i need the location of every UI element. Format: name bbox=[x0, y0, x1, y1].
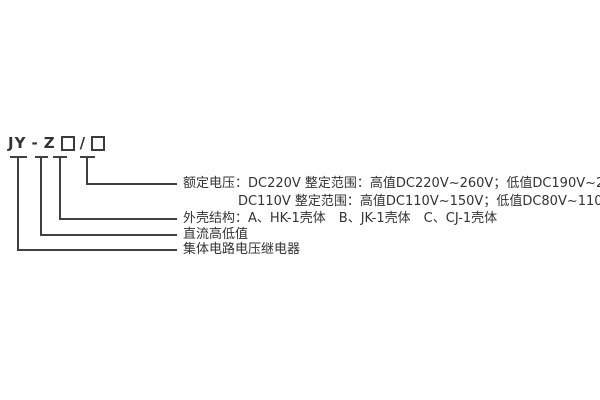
callout-rated-voltage-line1: 额定电压：DC220V 整定范围：高值DC220V~260V；低值DC190V~… bbox=[183, 176, 600, 191]
callout-dc-high-low-value: 直流高低值 bbox=[183, 227, 249, 242]
callout-line-vertical-z bbox=[40, 156, 42, 236]
callout-relay-type: 集体电路电压继电器 bbox=[183, 242, 301, 257]
callout-line-leader-relay-type bbox=[17, 249, 177, 251]
callout-line-leader-enclosure bbox=[59, 218, 177, 220]
model-code-series: Z bbox=[43, 134, 56, 152]
callout-line-vertical-jy bbox=[17, 156, 19, 251]
callout-line-vertical-box1 bbox=[59, 156, 61, 220]
model-code-dash: - bbox=[31, 134, 39, 152]
model-code-slash: / bbox=[79, 134, 87, 152]
model-code: JY - Z / bbox=[8, 134, 106, 152]
callout-enclosure-structure: 外壳结构：A、HK-1壳体 B、JK-1壳体 C、CJ-1壳体 bbox=[183, 211, 498, 226]
callout-line-leader-dc-high-low bbox=[40, 234, 177, 236]
callout-line-leader-rated-voltage bbox=[86, 183, 177, 185]
placeholder-box-icon bbox=[60, 136, 75, 151]
placeholder-box-icon bbox=[91, 136, 106, 151]
callout-line-vertical-box2 bbox=[86, 156, 88, 185]
callout-rated-voltage-line2: DC110V 整定范围：高值DC110V~150V；低值DC80V~110V bbox=[238, 194, 600, 209]
model-code-prefix: JY bbox=[8, 134, 27, 152]
